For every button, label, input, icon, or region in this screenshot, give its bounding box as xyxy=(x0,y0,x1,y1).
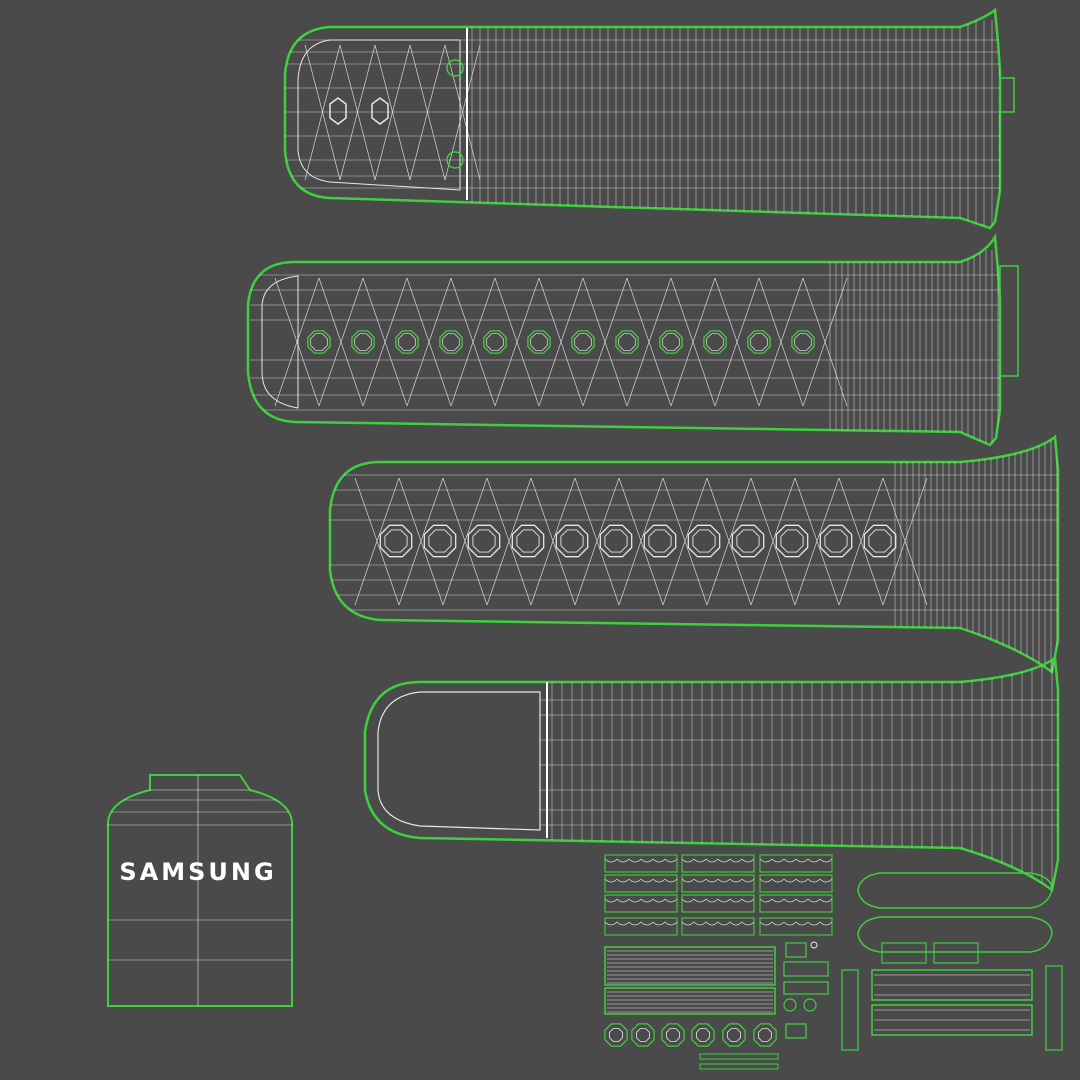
strap-holes-lower-hole-row xyxy=(379,524,897,558)
strap-buckle-tab xyxy=(999,77,1015,113)
screw-parts-row xyxy=(604,1023,807,1047)
watch-face-outline xyxy=(107,774,293,1007)
strap-loop-outline xyxy=(363,655,1060,893)
strap-holes-lower-wire-grid xyxy=(330,440,1058,672)
pin-bar-part xyxy=(604,946,776,1015)
strap-loop-island xyxy=(363,655,1060,893)
thin-strip-parts xyxy=(699,1053,779,1070)
watch-face-island: SAMSUNG xyxy=(107,774,293,1007)
watch-face-wire-grid xyxy=(108,775,292,1006)
strap-buckle-island xyxy=(283,7,1015,230)
strap-holes-lower-outline xyxy=(328,434,1060,675)
strap-buckle-inner-edge xyxy=(297,39,461,191)
strap-holes-upper-island xyxy=(246,233,1019,447)
strap-holes-lower-island xyxy=(328,434,1060,675)
pin-hole-2 xyxy=(371,97,389,125)
strap-buckle-wire-grid xyxy=(285,20,1000,228)
strap-holes-upper-inner-edge xyxy=(261,275,299,409)
buckle-part-blocks xyxy=(604,854,833,936)
strap-buckle-outline xyxy=(283,7,1002,230)
strap-loop-inner-edge xyxy=(377,691,541,831)
pin-hole-1 xyxy=(329,97,347,125)
strap-holes-upper-wire-grid xyxy=(250,250,1000,445)
adjust-hole-2 xyxy=(446,151,464,169)
adjust-hole-1 xyxy=(446,59,464,77)
small-parts-cluster xyxy=(604,854,1063,1070)
strap-holes-upper-outline xyxy=(246,233,1002,447)
strap-holes-upper-hole-row xyxy=(307,330,815,354)
samsung-logo: SAMSUNG xyxy=(119,858,276,886)
strap-holes-upper-tab xyxy=(999,265,1019,377)
keeper-loop-parts xyxy=(841,872,1063,1051)
